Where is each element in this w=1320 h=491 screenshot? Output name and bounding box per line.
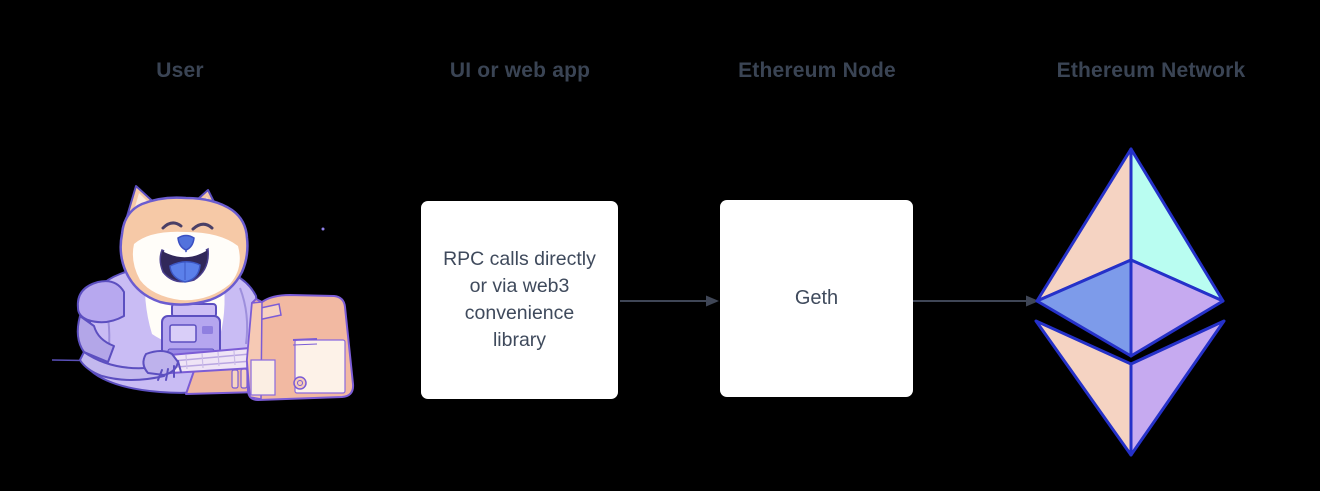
doge-eye-left [161, 221, 183, 230]
label-user: User [156, 59, 204, 82]
arrow-node-to-network [913, 295, 1039, 307]
arrow-webapp-to-node [620, 295, 719, 307]
box-geth-label: Geth [794, 287, 839, 309]
label-ui-or-web-app: UI or web app [449, 59, 591, 82]
sparkle-dot [321, 227, 325, 231]
doge-head [119, 185, 249, 306]
box-rpc-web3: RPC calls directly or via web3 convenien… [421, 201, 618, 399]
doge-eye-right [191, 222, 214, 231]
box-rpc-line: library [492, 329, 547, 351]
label-ethereum-network: Ethereum Network [1056, 59, 1246, 82]
retro-computer [153, 294, 355, 401]
box-geth: Geth [720, 200, 913, 397]
doge-astronaut-illustration [51, 185, 355, 401]
doge-left-arm [76, 315, 182, 381]
label-ethereum-node: Ethereum Node [738, 59, 896, 82]
ethereum-diamond-logo [1034, 147, 1226, 457]
eth-facet-bottom-right [1129, 319, 1226, 457]
box-rpc-line: or via web3 [469, 275, 570, 297]
box-rpc-line: RPC calls directly [443, 248, 596, 270]
box-rpc-line: convenience [464, 302, 575, 324]
eth-facet-mid-right [1129, 258, 1225, 358]
doge-nose [177, 234, 195, 251]
